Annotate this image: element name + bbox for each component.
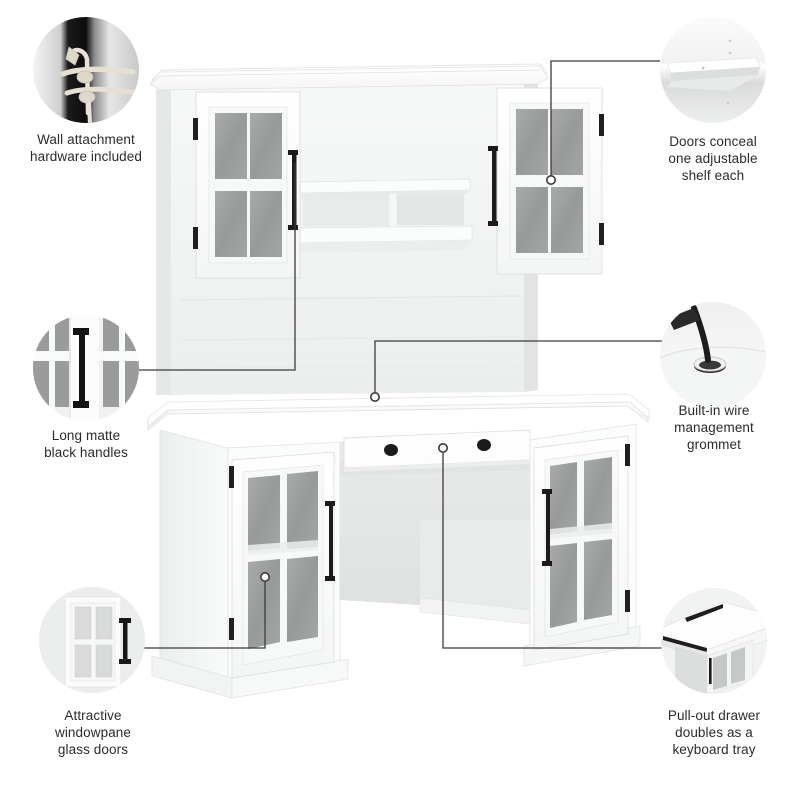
door-handle-icon	[33, 315, 139, 421]
left-pedestal	[151, 429, 349, 699]
drawer-knob-right	[477, 439, 491, 451]
keyboard-tray-icon	[661, 588, 767, 694]
hutch-left-glass-door	[193, 91, 301, 279]
hutch-open-shelves	[294, 178, 473, 253]
wall-anchor-strap-icon	[33, 17, 139, 123]
callout-bubble-doors-conceal-shelf	[660, 17, 766, 123]
glass-door-icon	[39, 587, 145, 693]
callout-label-windowpane-glass-doors: Attractive windowpane glass doors	[54, 708, 132, 757]
callout-label-pull-out-keyboard-drawer: Pull-out drawer doubles as a keyboard tr…	[667, 708, 761, 757]
desk-top-surface	[147, 393, 650, 431]
callout-bubble-windowpane-glass-doors	[39, 587, 145, 693]
callout-label-wall-attachment: Wall attachment hardware included	[29, 132, 143, 164]
callout-bubble-wall-attachment	[33, 17, 139, 123]
right-pedestal-glass-door	[533, 435, 630, 651]
right-pedestal	[523, 423, 641, 667]
callout-bubble-pull-out-keyboard-drawer	[661, 588, 767, 694]
callout-label-wire-management-grommet: Built-in wire management grommet	[674, 403, 754, 452]
callout-bubble-wire-management-grommet	[660, 302, 766, 408]
cable-grommet-icon	[660, 302, 766, 408]
drawer-knob-left	[384, 444, 398, 456]
callout-label-doors-conceal-shelf: Doors conceal one adjustable shelf each	[668, 134, 758, 183]
callout-bubble-long-matte-black-handles	[33, 315, 139, 421]
hutch-right-glass-door	[488, 87, 604, 275]
callout-label-long-matte-black-handles: Long matte black handles	[44, 428, 128, 460]
adjustable-shelf-icon	[660, 17, 766, 123]
hutch-right-door-handle	[488, 146, 498, 226]
left-pedestal-door-handle	[325, 501, 335, 581]
left-pedestal-glass-door	[229, 451, 335, 679]
